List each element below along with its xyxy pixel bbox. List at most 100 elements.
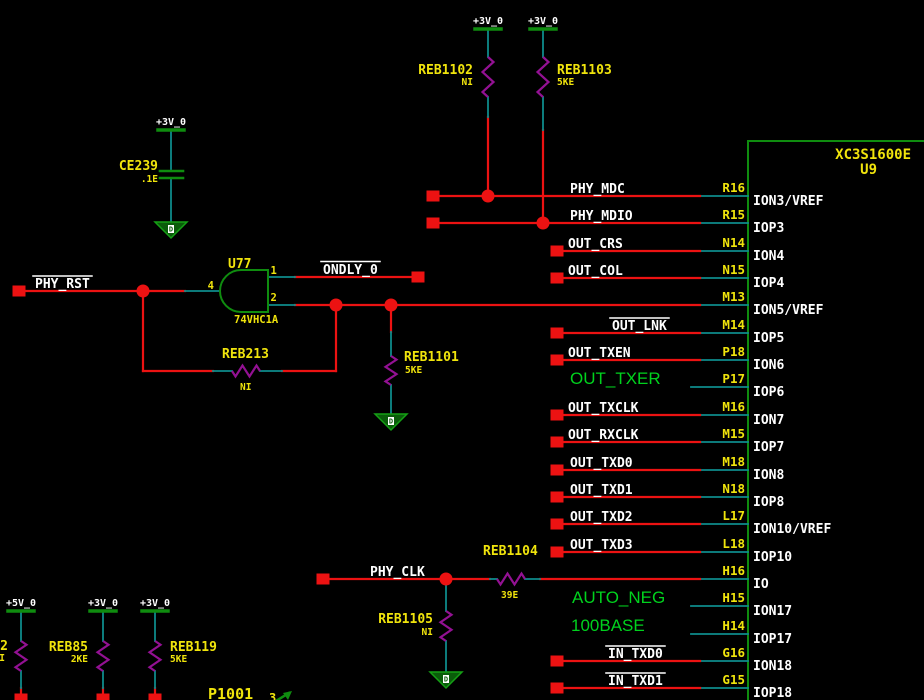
pin-number[interactable]: M18 [722, 454, 745, 469]
net-label-highlight[interactable]: 100BASE [571, 616, 645, 635]
resistor-symbol[interactable] [535, 56, 551, 98]
resistor-symbol[interactable] [383, 355, 399, 386]
resistor-symbol[interactable] [480, 56, 496, 98]
resistor-value[interactable]: 5KE [405, 365, 422, 376]
pin-name[interactable]: ION5/VREF [753, 303, 824, 318]
pin-name[interactable]: IOP3 [753, 221, 784, 236]
pin-number[interactable]: N18 [722, 481, 745, 496]
gate-part-number[interactable]: 74VHC1A [234, 314, 279, 326]
chip-refdes[interactable]: U9 [860, 162, 877, 178]
net-connector-square[interactable] [550, 682, 564, 694]
resistor-refdes[interactable]: REB213 [222, 347, 269, 362]
junction-dot[interactable] [329, 298, 343, 312]
net-label[interactable]: OUT_TXD0 [570, 456, 633, 471]
pin-name[interactable]: ION3/VREF [753, 194, 824, 209]
pin-number[interactable]: L17 [722, 508, 745, 523]
power-rail-label[interactable]: +3V_0 [140, 598, 170, 609]
pin-name[interactable]: IOP5 [753, 331, 784, 346]
pin-name[interactable]: ION17 [753, 604, 792, 619]
resistor-value[interactable]: 5KE [170, 654, 187, 665]
pin-name[interactable]: ION18 [753, 659, 792, 674]
logic-gate-symbol[interactable] [219, 269, 269, 313]
junction-dot[interactable] [536, 216, 550, 230]
gate-refdes[interactable]: U77 [228, 257, 251, 272]
net-connector-square[interactable] [550, 491, 564, 503]
pin-name[interactable]: IOP10 [753, 550, 792, 565]
net-connector-square[interactable] [316, 573, 330, 585]
net-label[interactable]: PHY_RST [35, 277, 90, 292]
net-label[interactable]: OUT_RXCLK [568, 428, 639, 443]
pin-name[interactable]: IOP6 [753, 385, 784, 400]
pin-number[interactable]: R16 [722, 180, 745, 195]
net-connector-square[interactable] [550, 436, 564, 448]
resistor-refdes[interactable]: REB1104 [483, 544, 538, 559]
resistor-value[interactable]: NI [240, 382, 251, 393]
power-rail-label[interactable]: +5V_0 [6, 598, 36, 609]
pin-name[interactable]: IO [753, 577, 769, 592]
pin-number[interactable]: H16 [722, 563, 745, 578]
resistor-refdes[interactable]: REB1103 [557, 63, 612, 78]
net-connector-square[interactable] [550, 655, 564, 667]
net-connector-square[interactable] [550, 464, 564, 476]
net-label[interactable]: PHY_MDIO [570, 209, 633, 224]
capacitor-refdes[interactable]: CE239 [119, 159, 158, 174]
power-rail-label[interactable]: +3V_0 [156, 117, 186, 128]
resistor-value[interactable]: 2KE [71, 654, 88, 665]
capacitor-value[interactable]: .1E [141, 174, 158, 185]
net-connector-square[interactable] [12, 285, 26, 297]
junction-dot[interactable] [481, 189, 495, 203]
resistor-refdes[interactable]: REB1102 [418, 63, 473, 78]
net-label[interactable]: OUT_TXEN [568, 346, 631, 361]
resistor-value-partial[interactable]: I [0, 653, 5, 664]
pin-name[interactable]: ION4 [753, 249, 784, 264]
pin-number[interactable]: H14 [722, 618, 745, 633]
resistor-refdes[interactable]: REB85 [49, 640, 88, 655]
connector-refdes[interactable]: P1001 [208, 685, 253, 700]
net-connector-square[interactable] [411, 271, 425, 283]
net-label[interactable]: PHY_CLK [370, 565, 425, 580]
pin-number[interactable]: P17 [722, 371, 745, 386]
net-label[interactable]: OUT_LNK [612, 319, 667, 334]
power-rail-label[interactable]: +3V_0 [528, 16, 558, 27]
power-rail-label[interactable]: +3V_0 [473, 16, 503, 27]
net-label[interactable]: OUT_TXD1 [570, 483, 633, 498]
resistor-symbol[interactable] [496, 571, 526, 587]
resistor-symbol[interactable] [147, 640, 163, 672]
net-connector-square[interactable] [426, 190, 440, 202]
pin-number[interactable]: M13 [722, 289, 745, 304]
net-label[interactable]: OUT_CRS [568, 237, 623, 252]
resistor-refdes[interactable]: REB119 [170, 640, 217, 655]
net-label[interactable]: PHY_MDC [570, 182, 625, 197]
junction-dot[interactable] [384, 298, 398, 312]
resistor-value[interactable]: 39E [501, 590, 518, 601]
net-label[interactable]: IN_TXD0 [608, 647, 663, 662]
resistor-symbol[interactable] [438, 610, 454, 642]
net-label[interactable]: OUT_COL [568, 264, 623, 279]
junction-dot[interactable] [136, 284, 150, 298]
net-label[interactable]: OUT_TXD3 [570, 538, 633, 553]
pin-name[interactable]: ION7 [753, 413, 784, 428]
resistor-refdes-partial[interactable]: 2 [0, 639, 8, 654]
pin-name[interactable]: IOP7 [753, 440, 784, 455]
net-connector-square[interactable] [148, 693, 162, 700]
net-label-highlight[interactable]: AUTO_NEG [572, 588, 665, 607]
net-connector-square[interactable] [550, 272, 564, 284]
resistor-refdes[interactable]: REB1105 [378, 612, 433, 627]
net-label[interactable]: IN_TXD1 [608, 674, 663, 689]
junction-dot[interactable] [439, 572, 453, 586]
net-connector-square[interactable] [550, 518, 564, 530]
net-connector-square[interactable] [550, 546, 564, 558]
pin-name[interactable]: IOP4 [753, 276, 784, 291]
pin-name[interactable]: ION10/VREF [753, 522, 831, 537]
chip-part-number[interactable]: XC3S1600E [835, 147, 911, 163]
pin-number[interactable]: R15 [722, 207, 745, 222]
pin-number[interactable]: M16 [722, 399, 745, 414]
pin-name[interactable]: IOP18 [753, 686, 792, 700]
net-connector-square[interactable] [14, 693, 28, 700]
net-connector-square[interactable] [550, 409, 564, 421]
resistor-symbol[interactable] [13, 640, 29, 672]
resistor-symbol[interactable] [231, 363, 261, 379]
pin-number[interactable]: M15 [722, 426, 745, 441]
pin-number[interactable]: L18 [722, 536, 745, 551]
